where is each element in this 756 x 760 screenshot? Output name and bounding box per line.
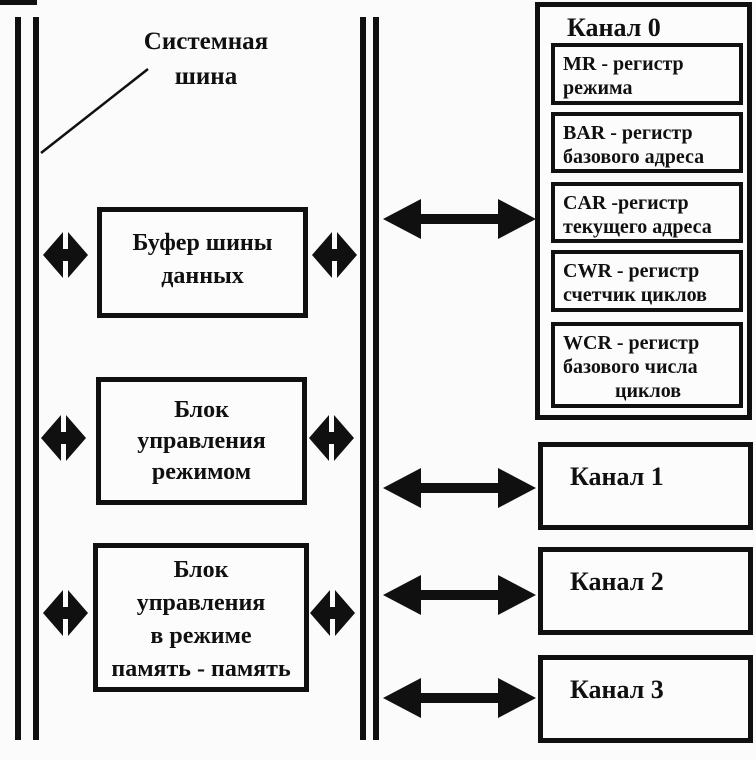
register-bar: BAR - регистр базового адреса bbox=[551, 112, 743, 173]
register-car-line1: CAR -регистр bbox=[563, 192, 689, 214]
double-arrow-mode-block-to-internal-bus bbox=[309, 415, 354, 461]
channel1-block: Канал 1 bbox=[538, 442, 753, 530]
channel3-title: Канал 3 bbox=[570, 675, 664, 704]
channel2-block: Канал 2 bbox=[538, 547, 753, 635]
double-arrow-bus-to-channel1 bbox=[383, 468, 536, 508]
mode-control-block: Блок управления режимом bbox=[96, 377, 307, 505]
mem-label-line3: в режиме bbox=[150, 623, 252, 649]
buffer-label-line2: данных bbox=[161, 263, 244, 289]
channel3-block: Канал 3 bbox=[538, 655, 753, 743]
double-arrow-bus-to-channel0 bbox=[383, 199, 536, 239]
channel1-title: Канал 1 bbox=[570, 462, 664, 491]
double-arrow-bus-to-channel3 bbox=[383, 678, 536, 718]
register-car: CAR -регистр текущего адреса bbox=[551, 182, 743, 243]
mem-label-line1: Блок bbox=[173, 557, 229, 583]
double-arrow-mem-block-to-internal-bus bbox=[310, 590, 355, 636]
buffer-label-line1: Буфер шины bbox=[132, 230, 273, 256]
register-mr: MR - регистр режима bbox=[551, 43, 743, 105]
mem-label-line4: память - память bbox=[111, 656, 291, 682]
register-cwr: CWR - регистр счетчик циклов bbox=[551, 250, 743, 312]
system-bus-label: Системная шина bbox=[118, 24, 294, 94]
memory-to-memory-control-block: Блок управления в режиме память - память bbox=[93, 543, 309, 692]
mode-label-line1: Блок bbox=[174, 397, 229, 423]
channel0-title: Канал 0 bbox=[567, 13, 661, 42]
system-bus-label-line2: шина bbox=[174, 63, 238, 90]
register-wcr-line1: WCR - регистр bbox=[563, 332, 700, 354]
mem-label-line2: управления bbox=[136, 590, 266, 616]
register-wcr-line2: базового числа bbox=[563, 356, 698, 378]
double-arrow-bus-to-buffer-left bbox=[43, 232, 88, 278]
double-arrow-bus-to-mem-block-left bbox=[43, 590, 88, 636]
register-bar-line2: базового адреса bbox=[563, 146, 705, 168]
internal-bus-line-right bbox=[373, 17, 379, 740]
double-arrow-bus-to-mode-block-left bbox=[41, 415, 86, 461]
double-arrow-bus-to-channel2 bbox=[383, 575, 536, 615]
register-wcr: WCR - регистр базового числа циклов bbox=[551, 322, 743, 408]
internal-bus-line-left bbox=[360, 17, 366, 740]
system-bus-label-line1: Системная bbox=[143, 28, 269, 55]
top-left-bus-stub bbox=[0, 0, 37, 5]
register-cwr-line1: CWR - регистр bbox=[563, 260, 700, 282]
register-bar-line1: BAR - регистр bbox=[563, 122, 693, 144]
channel2-title: Канал 2 bbox=[570, 567, 664, 596]
system-bus-line-inner bbox=[33, 17, 39, 740]
system-bus-line-outer bbox=[15, 17, 21, 740]
mode-label-line2: управления bbox=[137, 428, 266, 454]
register-wcr-line3: циклов bbox=[614, 380, 682, 402]
data-bus-buffer-block: Буфер шины данных bbox=[97, 207, 308, 318]
register-mr-line2: режима bbox=[563, 77, 633, 99]
mode-label-line3: режимом bbox=[151, 459, 252, 485]
double-arrow-buffer-to-internal-bus bbox=[312, 232, 357, 278]
register-mr-line1: MR - регистр bbox=[563, 53, 684, 75]
register-car-line2: текущего адреса bbox=[563, 216, 712, 238]
register-cwr-line2: счетчик циклов bbox=[563, 284, 707, 306]
channel0-block: Канал 0 MR - регистр режима BAR - регист… bbox=[535, 2, 752, 420]
